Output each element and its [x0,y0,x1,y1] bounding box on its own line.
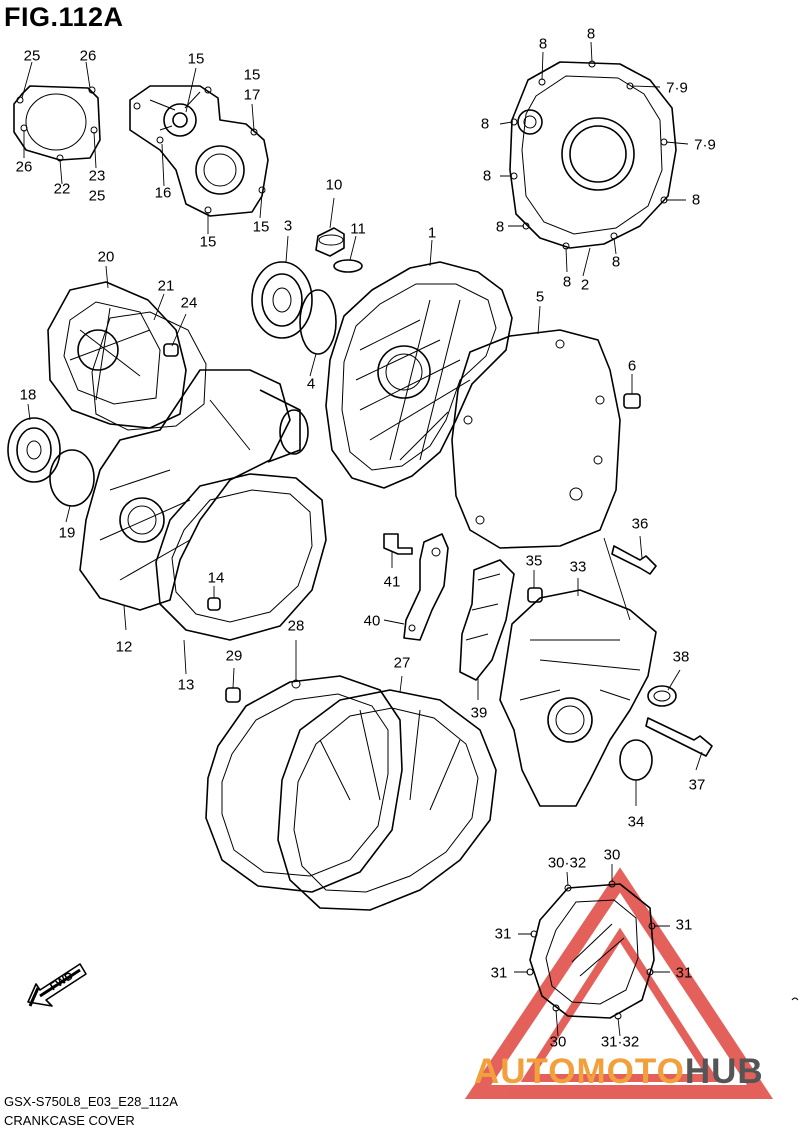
part-callout: 16 [154,184,172,202]
part-clutch-cover-2 [499,41,689,277]
part-bracket-40 [383,533,449,641]
watermark-logo-triangle [464,867,774,1099]
part-callout: 13 [177,676,195,694]
part-oil-filler-cap-10 [315,197,363,273]
part-gear-position-cover-33 [499,537,657,807]
part-dowel-pin-29 [225,667,241,703]
part-callout: 18 [19,386,37,404]
part-starter-clutch-cover-20 [47,265,187,429]
part-callout: 20 [97,248,115,266]
section-name: CRANKCASE COVER [4,1113,135,1128]
part-small-cover-25 [13,61,101,185]
part-callout: 8 [482,167,492,185]
part-callout: 23 [88,167,106,185]
part-callout: 2 [580,276,590,294]
part-callout: 40 [363,612,381,630]
part-plug-38 [647,669,681,707]
part-callout: 39 [470,704,488,722]
part-dowel-pin-6 [623,374,641,409]
part-callout: 8 [586,25,596,43]
part-callout: 29 [225,647,243,665]
part-callout: 31 [490,964,508,982]
part-callout: 15 [243,66,261,84]
part-small-cover-30 [514,864,670,1037]
part-seal-18 [7,403,95,523]
part-callout: 14 [207,569,225,587]
part-callout: 8 [538,35,548,53]
part-bolt-41 [383,533,413,568]
part-callout: 25 [88,187,106,205]
part-callout: 8 [691,191,701,209]
part-callout: 36 [631,515,649,533]
part-callout: 21 [157,277,175,295]
part-callout: 31 [675,964,693,982]
part-bolt-37 [645,717,713,771]
part-guide-39 [459,559,515,700]
part-callout: 7·9 [694,136,716,154]
part-callout: 15 [252,218,270,236]
part-callout: 27 [393,654,411,672]
part-callout: 8 [562,273,572,291]
part-gasket-21 [91,293,207,431]
part-callout: 30·32 [547,854,587,872]
part-callout: 34 [627,813,645,831]
part-callout: 25 [23,47,41,65]
watermark-brand-part2: HUB [684,1052,764,1091]
part-callout: 28 [287,617,305,635]
part-callout: 7·9 [666,79,688,97]
part-callout: 38 [672,648,690,666]
part-crankcase-cover-27 [277,675,497,911]
figure-title: FIG.112A [4,2,124,32]
part-callout: 19 [58,524,76,542]
part-callout: 30 [549,1033,567,1051]
part-callout: 10 [325,176,343,194]
part-cap-34 [619,739,653,806]
part-callout: 24 [180,294,198,312]
part-callout: 33 [569,558,587,576]
part-callout: 4 [306,375,316,393]
fwd-direction-arrow-icon [27,963,87,1007]
part-callout: 37 [688,776,706,794]
part-callout: 31·32 [600,1033,640,1051]
part-callout: 3 [283,217,293,235]
part-callout: 1 [427,224,437,242]
part-callout: 22 [53,180,71,198]
part-gasket-28 [205,640,403,893]
part-callout: 8 [495,218,505,236]
model-code: GSX-S750L8_E03_E28_112A [4,1094,178,1109]
part-callout: 8 [611,253,621,271]
part-callout: 11 [350,220,366,238]
watermark-brand: AUTOMOTOHUB [474,1052,764,1092]
part-callout: 8 [480,115,490,133]
part-callout: 6 [627,357,637,375]
part-callout: 35 [525,552,543,570]
part-sprocket-cover-12 [79,369,309,631]
part-gasket-5 [451,305,621,549]
part-callout: 26 [79,47,97,65]
part-callout: 41 [383,573,401,591]
part-dowel-pin-35 [527,570,543,603]
part-gasket-13 [155,473,327,675]
part-callout: 30 [603,846,621,864]
part-callout: 15 [199,233,217,251]
watermark-brand-part1: AUTOMOTO [474,1052,685,1091]
part-callout: 12 [115,638,133,656]
part-callout: 15 [187,50,205,68]
part-bolt-36 [611,535,657,575]
part-callout: 31 [494,925,512,943]
part-callout: 17 [243,86,261,104]
part-crankcase-cover-1 [325,239,513,489]
part-pump-cover-15 [129,67,269,234]
part-callout: 26 [15,158,33,176]
part-callout: 5 [535,288,545,306]
part-seal-3 [251,235,337,377]
part-callout: 31 [675,916,693,934]
edge-mark [791,997,799,1001]
